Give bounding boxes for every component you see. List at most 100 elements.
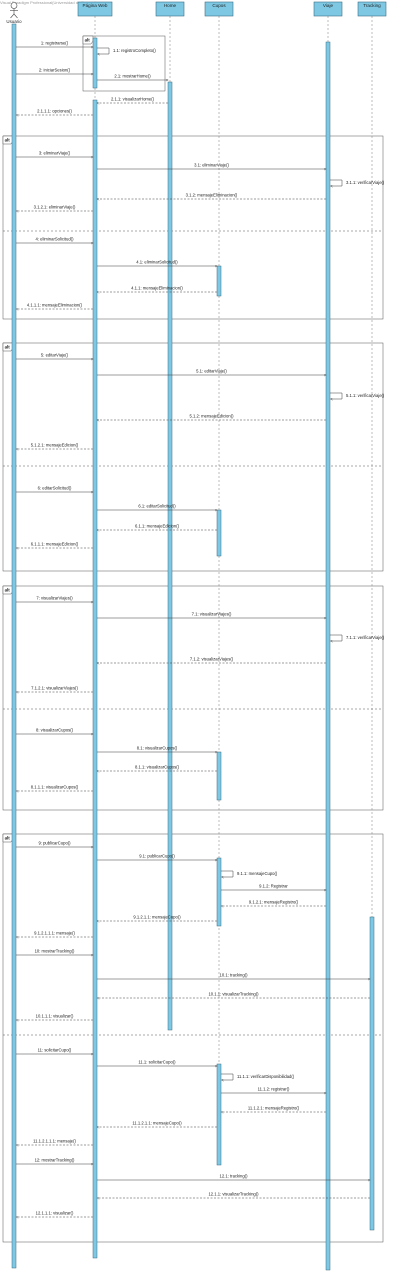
activation-bar [167, 81, 173, 1031]
message-label: 8.1.1.1: visualizarCupos() [31, 784, 79, 789]
message-label: 3.1.2.1: eliminarViaje() [34, 204, 76, 209]
message-44: 10.1.1.1: visualizar() [16, 1013, 93, 1020]
message-label: 6: editarSolicitud() [38, 485, 72, 490]
participant-label: Usuario [6, 19, 22, 24]
participant-box [77, 1, 113, 17]
message-46: 11.1: solicitarCupo() [97, 1059, 217, 1066]
message-label: 11.1.2.1: mensajeRegistro() [248, 1105, 300, 1110]
message-30: 8: visualizarCupos() [16, 727, 93, 734]
fragment-border [2, 585, 384, 811]
message-6: 2.1.1.1: opciones() [16, 108, 93, 115]
message-label: 7.1.1: verificarViaje() [346, 635, 385, 640]
participant-5: Tracking [357, 1, 387, 17]
message-label: 6.1: editarSolicitud() [138, 503, 176, 508]
message-label: 8.1.1: visualizarCupos() [135, 764, 180, 769]
message-label: 2: iniciarSesion() [39, 67, 71, 72]
self-call-arrow [97, 47, 110, 54]
participant-label: Tracking [363, 3, 381, 8]
message-label: 5.1.2: mensajeEdicion() [190, 413, 235, 418]
message-2: 1.1: registroCompleto() [97, 47, 156, 54]
message-label: 11.1.2.1.1.1: mensaje() [33, 1138, 76, 1143]
message-label: 11.1.2: registrar() [258, 1086, 290, 1091]
message-29: 7.1.2.1: visualizarViajes() [16, 685, 93, 692]
activation-bar [216, 265, 222, 297]
fragment-border [82, 35, 166, 92]
message-label: 3.1.1: verificarViaje() [346, 180, 385, 185]
participant-4: Viaje [313, 1, 343, 17]
actor-head-icon [10, 2, 18, 9]
activation-bar [216, 509, 222, 557]
activation-bar [92, 37, 98, 89]
message-label: 7: visualizarViajes() [36, 595, 73, 600]
message-42: 10.1: tracking() [97, 972, 370, 979]
fragment-border [2, 342, 384, 572]
message-label: 6.1.1.1: mensajeEdicion() [31, 541, 79, 546]
message-34: 9: publicarCupo() [16, 840, 93, 847]
participant-3: Cupos [204, 1, 234, 17]
message-10: 3.1.2: mensajeEliminacion() [97, 192, 326, 199]
message-1: 1: registrarse() [16, 40, 93, 47]
fragment-label: alt [5, 344, 11, 349]
message-23: 6.1.1: mensajeEdicion() [97, 523, 217, 530]
message-label: 11.1.2.1.1: mensajeCupo() [132, 1120, 182, 1125]
message-15: 4.1.1.1: mensajeEliminacion() [16, 302, 93, 309]
message-55: 12.1.1.1: visualizar() [16, 1210, 93, 1217]
message-label: 11.1.1: verificarDisponibilidad() [237, 1074, 295, 1079]
alt-fragment: alt [2, 585, 384, 811]
message-label: 5.1: editarViaje() [196, 368, 227, 373]
message-label: 9.1.2.1.1: mensajeCupo() [133, 914, 181, 919]
participant-1: Página Web [77, 1, 113, 17]
activation-bar [216, 857, 222, 927]
diagram-title: Visual Paradigm Professional(Universidad… [0, 0, 96, 5]
actor-leg-right [13, 13, 18, 19]
message-13: 4.1: eliminarSolicitud() [97, 259, 217, 266]
participant-label: Home [164, 3, 177, 8]
message-label: 10.1.1.1: visualizar() [36, 1013, 74, 1018]
message-8: 3.1: eliminarViaje() [97, 162, 326, 169]
message-18: 5.1.1: verificarViaje() [330, 392, 385, 399]
message-25: 7: visualizarViajes() [16, 595, 93, 602]
alt-fragment: alt [82, 35, 166, 92]
fragment-label: alt [5, 587, 11, 592]
message-33: 8.1.1.1: visualizarCupos() [16, 784, 93, 791]
message-45: 11: solicitarCupo() [16, 1047, 93, 1054]
message-label: 12: mostrarTracking() [35, 1157, 75, 1162]
message-label: 11: solicitarCupo() [38, 1047, 72, 1052]
actor-usuario: Usuario [6, 2, 22, 24]
self-call-arrow [330, 179, 343, 186]
message-label: 9.1.2: Registrar [259, 883, 288, 888]
participant-box [204, 1, 234, 17]
message-label: 3.1.2: mensajeEliminacion() [186, 192, 238, 197]
message-3: 2: iniciarSesion() [16, 67, 93, 74]
message-label: 4.1.1: mensajeEliminacion() [131, 285, 183, 290]
message-19: 5.1.2: mensajeEdicion() [97, 413, 326, 420]
message-label: 3: eliminarViaje() [39, 150, 71, 155]
alt-fragment: alt [2, 833, 384, 1243]
message-17: 5.1: editarViaje() [97, 368, 326, 375]
message-20: 5.1.2.1: mensajeEdicion() [16, 442, 93, 449]
message-4: 2.1: mostrarHome() [97, 73, 168, 80]
message-24: 6.1.1.1: mensajeEdicion() [16, 541, 93, 548]
message-54: 12.1.1: visualizarTracking() [97, 1191, 370, 1198]
fragment-tab [82, 35, 94, 45]
message-label: 2.1: mostrarHome() [114, 73, 151, 78]
self-call-arrow [221, 1073, 234, 1080]
message-label: 12.1.1.1: visualizar() [36, 1210, 74, 1215]
participant-box [313, 1, 343, 17]
activation-bar [216, 751, 222, 801]
message-36: 9.1.1: mensajeCupo() [221, 870, 278, 877]
message-22: 6.1: editarSolicitud() [97, 503, 217, 510]
message-label: 8.1: visualizarCupos() [137, 745, 178, 750]
message-label: 7.1.2.1: visualizarViajes() [31, 685, 78, 690]
message-38: 9.1.2.1: mensajeRegistro() [221, 899, 326, 906]
message-label: 9.1.1: mensajeCupo() [237, 871, 278, 876]
message-label: 1: registrarse() [41, 40, 69, 45]
message-11: 3.1.2.1: eliminarViaje() [16, 204, 93, 211]
message-label: 7.1: visualizarViajes() [192, 611, 232, 616]
activation-bar [369, 916, 375, 1231]
self-call-arrow [330, 634, 343, 641]
alt-fragment: alt [2, 135, 384, 320]
message-21: 6: editarSolicitud() [16, 485, 93, 492]
self-call-arrow [330, 392, 343, 399]
participant-label: Viaje [323, 3, 334, 8]
